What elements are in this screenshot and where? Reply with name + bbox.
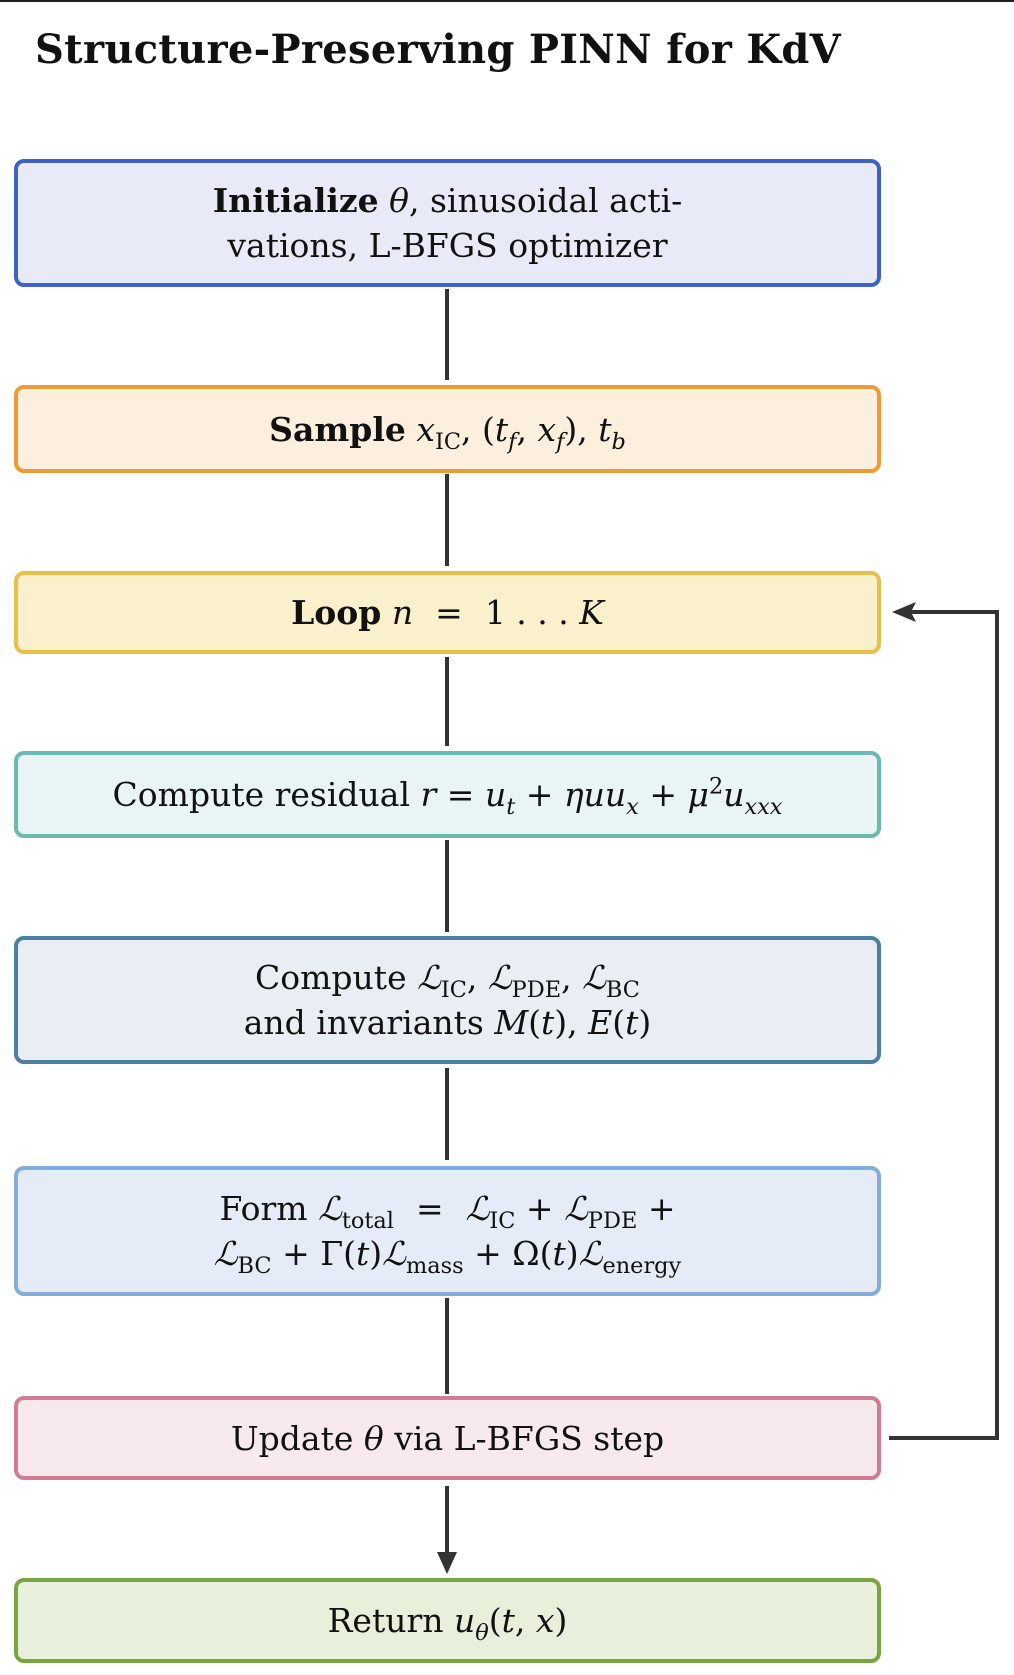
step-compute-losses: Compute ℒIC, ℒPDE, ℒBC and invariants M(… (14, 936, 881, 1064)
arrowhead-loop (892, 602, 916, 622)
step-loop: Loop n=1 . . . K (14, 571, 881, 654)
update-text: Update θ via L-BFGS step (230, 1418, 665, 1458)
step-residual: Compute residual r = ut + ηuux + μ2uxxx (14, 751, 881, 838)
top-rule (0, 0, 1014, 2)
losses-line-1: Compute ℒIC, ℒPDE, ℒBC (255, 958, 640, 1003)
step-update: Update θ via L-BFGS step (14, 1396, 881, 1480)
loop-back-arrow (889, 610, 999, 1440)
sample-text: Sample xIC, (tf, xf), tb (269, 409, 626, 455)
residual-text: Compute residual r = ut + ηuux + μ2uxxx (112, 773, 783, 820)
step-sample: Sample xIC, (tf, xf), tb (14, 385, 881, 473)
arrowhead-return (437, 1552, 457, 1574)
total-line-2: ℒBC + Γ(t)ℒmass + Ω(t)ℒenergy (213, 1234, 682, 1279)
initialize-line-1: Initialize θ, sinusoidal acti- (212, 181, 683, 220)
diagram-title: Structure-Preserving PINN for KdV (35, 26, 842, 73)
loop-text: Loop n=1 . . . K (291, 593, 604, 632)
step-initialize: Initialize θ, sinusoidal acti- vations, … (14, 159, 881, 287)
total-line-1: Form ℒtotal=ℒIC + ℒPDE + (219, 1189, 676, 1234)
initialize-line-2: vations, L-BFGS optimizer (227, 226, 668, 265)
step-return: Return uθ(t, x) (14, 1578, 881, 1663)
return-text: Return uθ(t, x) (327, 1601, 568, 1646)
losses-line-2: and invariants M(t), E(t) (243, 1003, 652, 1042)
step-form-total-loss: Form ℒtotal=ℒIC + ℒPDE + ℒBC + Γ(t)ℒmass… (14, 1166, 881, 1296)
